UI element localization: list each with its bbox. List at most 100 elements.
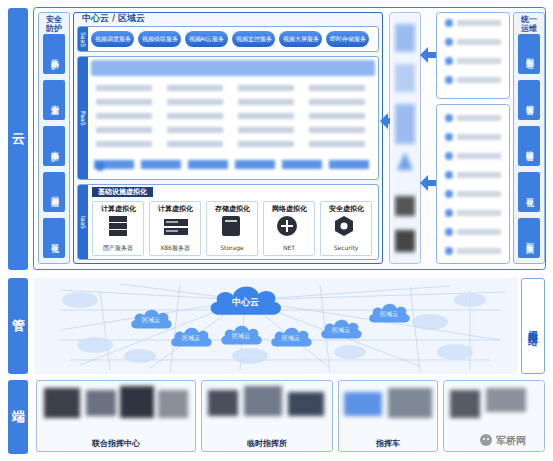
node-text: 区域云	[142, 317, 160, 324]
node-subtext: Security	[321, 245, 371, 252]
ops-item: 故障告警	[518, 126, 540, 166]
security-item: 漏洞检测	[43, 172, 65, 212]
node-text: 视频级联服务	[142, 36, 178, 43]
node-text: 视频监控服务	[236, 36, 272, 43]
node-subtext: X86服务器	[150, 245, 200, 252]
node-text: 可视化	[524, 191, 533, 194]
ops-column: 统一运维配置管理监控告警故障告警可视化智能决策	[513, 12, 545, 264]
iaas-layer: IaaS基础设施虚拟化计算虚拟化国产服务器计算虚拟化X86服务器存储虚拟化Sto…	[77, 184, 379, 260]
node-text: 故障告警	[524, 144, 533, 148]
node-text: 病毒防护	[49, 144, 58, 148]
terminal-box: 临时指挥所	[201, 380, 333, 452]
node-text: PaaS	[78, 57, 88, 179]
watermark: 军桥网	[496, 434, 526, 448]
node-text: 临时指挥所	[202, 439, 332, 448]
node-text: 端	[12, 410, 25, 425]
region-cloud: 区域云	[128, 306, 174, 330]
middle-column	[390, 13, 421, 264]
node-text: 智能决策	[524, 236, 533, 240]
flow-arrows	[380, 47, 436, 191]
region-cloud: 区域云	[268, 324, 314, 348]
tier-band: 管	[8, 278, 28, 374]
node-text: 网络虚拟化	[264, 205, 314, 213]
node-subtext: Storage	[207, 245, 257, 252]
service-pill: 视频AI云服务	[185, 31, 228, 47]
node-text: 云	[12, 132, 25, 147]
region-cloud: 区域云	[168, 324, 214, 348]
service-pill: 视频调度服务	[91, 31, 134, 47]
node-subtext: NET	[264, 245, 314, 252]
node-text: 计算虚拟化	[93, 205, 143, 213]
node-text: 监控告警	[524, 98, 533, 102]
node-text: 管	[12, 319, 25, 334]
virtualization-item: 计算虚拟化国产服务器	[92, 201, 144, 256]
terminal-box	[444, 381, 545, 452]
ops-item: 可视化	[518, 172, 540, 212]
grid-network: 栅格网络	[521, 278, 545, 374]
cloud-outline	[221, 326, 261, 345]
service-pill: 即时存储服务	[326, 31, 369, 47]
ops-item: 配置管理	[518, 34, 540, 74]
node-text: 区域云	[380, 311, 398, 318]
service-pill: 视频级联服务	[138, 31, 181, 47]
cloud-outline	[131, 310, 171, 329]
node-text: 统一运维	[520, 15, 538, 33]
node-text: 中心云 / 区域云	[82, 14, 145, 24]
node-text: 配置管理	[524, 52, 533, 56]
region-cloud: 区域云	[366, 300, 412, 324]
node-text: 计算虚拟化	[150, 205, 200, 213]
node-text: 存储虚拟化	[207, 205, 257, 213]
node-text: 区域云	[282, 335, 300, 342]
tier-band: 云	[8, 8, 28, 270]
watermark-icon	[480, 434, 492, 446]
terminal-box: 指挥车	[338, 380, 438, 452]
service-pill: 视频监控服务	[232, 31, 275, 47]
node-text: 即时存储服务	[330, 36, 366, 43]
node-text: 漏洞检测	[49, 190, 58, 194]
node-text: 区域云	[232, 333, 250, 340]
node-text: 区域云	[332, 327, 350, 334]
node-text: 边界防护	[49, 52, 58, 56]
node-text: 联合指挥中心	[37, 439, 195, 448]
cloud-outline	[321, 320, 361, 339]
virtualization-item: 网络虚拟化 NET	[263, 201, 315, 256]
tier-band: 端	[8, 380, 28, 454]
node-text: 可视化	[49, 237, 58, 240]
virtualization-item: 计算虚拟化 X86服务器	[149, 201, 201, 256]
node-text: 视频AI云服务	[189, 36, 225, 43]
paas-layer: PaaS	[77, 56, 379, 180]
ops-item: 智能决策	[518, 218, 540, 258]
security-item: 安全监测	[43, 80, 65, 120]
saas-layer: SaaS 视频调度服务 视频级联服务 视频AI云服务 视频监控服务 视频大屏服务 即时存储服…	[77, 26, 379, 52]
node-text: IaaS	[78, 185, 88, 259]
node-text: 栅格网络	[527, 322, 539, 330]
virtualization-item: 存储虚拟化 Storage	[206, 201, 258, 256]
center-cloud: 中心云	[205, 281, 285, 317]
node-text: 视频调度服务	[95, 36, 131, 43]
resource-lists	[437, 13, 510, 264]
cloud-panel: 中心云 / 区域云 SaaS 视频调度服务 视频级联服务 视频AI云服务 视频监控服务 视频…	[73, 12, 383, 264]
ops-item: 监控告警	[518, 80, 540, 120]
node-text: 中心云	[232, 297, 259, 307]
node-text: 安全防护	[45, 15, 63, 33]
terminal-box: 联合指挥中心	[36, 380, 196, 452]
network-area	[34, 278, 518, 374]
node-text: 安全监测	[49, 98, 58, 102]
node-text: 视频大屏服务	[283, 36, 319, 43]
node-text: 区域云	[182, 335, 200, 342]
service-pill: 视频大屏服务	[279, 31, 322, 47]
cloud-outline	[171, 328, 211, 347]
node-subtext: 国产服务器	[93, 245, 143, 252]
cloud-outline	[369, 304, 409, 323]
node-text: 安全虚拟化	[321, 205, 371, 213]
virtualization-item: 安全虚拟化 Security	[320, 201, 372, 256]
node-subtext: 基础设施虚拟化	[92, 187, 153, 197]
node-text: SaaS	[78, 27, 88, 51]
cloud-outline	[271, 328, 311, 347]
security-column: 安全防护边界防护安全监测病毒防护漏洞检测可视化	[38, 12, 70, 264]
network-lines	[60, 284, 505, 372]
cloud-frame	[34, 8, 546, 270]
node-text: 指挥车	[339, 439, 437, 448]
region-cloud: 区域云	[218, 322, 264, 346]
